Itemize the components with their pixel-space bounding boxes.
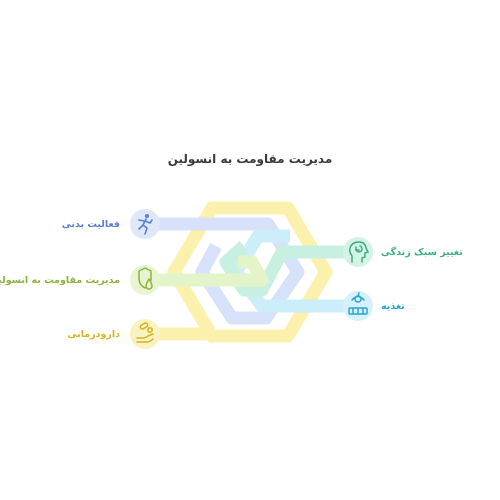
pills-hand-icon bbox=[136, 322, 154, 343]
label-nutrition: تغذیه bbox=[381, 301, 405, 312]
label-drug-therapy: دارودرمانی bbox=[67, 329, 120, 340]
green-band bbox=[148, 255, 269, 287]
node-nutrition[interactable] bbox=[343, 291, 373, 321]
node-lifestyle-change[interactable] bbox=[343, 237, 373, 267]
running-person-icon bbox=[138, 214, 153, 235]
teal-band bbox=[219, 241, 350, 297]
yellow-band bbox=[167, 201, 333, 343]
head-refresh-icon bbox=[349, 241, 370, 263]
label-lifestyle-change: تغییر سبک زندگی bbox=[381, 247, 463, 258]
shield-drop-icon bbox=[138, 267, 153, 290]
label-physical-activity: فعالیت بدنی bbox=[61, 219, 120, 230]
diagram-title: مدیریت مقاومت به انسولین bbox=[167, 152, 333, 166]
node-physical-activity[interactable] bbox=[130, 209, 160, 239]
node-insulin-resistance[interactable] bbox=[130, 265, 160, 295]
blue-band bbox=[148, 217, 305, 325]
node-drug-therapy[interactable] bbox=[130, 319, 160, 349]
food-bowl-icon bbox=[348, 292, 368, 315]
label-insulin-resistance: مدیریت مقاومت به انسولین bbox=[0, 275, 120, 286]
